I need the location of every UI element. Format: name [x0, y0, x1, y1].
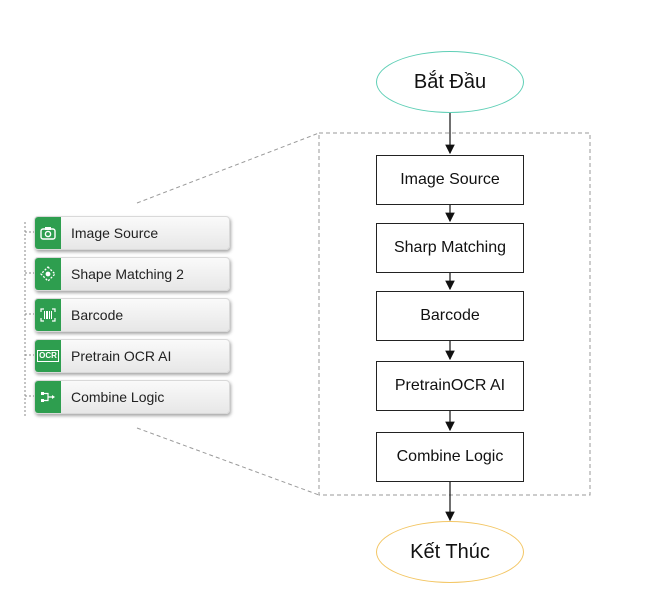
- group-frame: [318, 132, 591, 496]
- toolbox-item-label: Image Source: [71, 225, 159, 241]
- toolbox-item-label: Pretrain OCR AI: [71, 348, 172, 364]
- combine-logic-icon: [35, 381, 61, 413]
- toolbox-item-label: Barcode: [71, 307, 124, 323]
- toolbox-item-barcode[interactable]: Barcode: [34, 298, 230, 332]
- end-node[interactable]: Kết Thúc: [376, 521, 524, 583]
- toolbox-item-label: Combine Logic: [71, 389, 165, 405]
- flow-step-label: Barcode: [420, 307, 480, 324]
- zoom-guide-top: [136, 132, 320, 204]
- flow-step-sharp-matching[interactable]: Sharp Matching: [376, 223, 524, 273]
- toolbox-item-shape-matching[interactable]: Shape Matching 2: [34, 257, 230, 291]
- flow-step-label: Combine Logic: [396, 448, 504, 465]
- start-label: Bắt Đầu: [413, 70, 487, 93]
- toolbox-item-image-source[interactable]: Image Source: [34, 216, 230, 250]
- zoom-guide-bottom: [136, 427, 320, 496]
- camera-icon: [35, 217, 61, 249]
- flow-step-label: Image Source: [400, 171, 500, 188]
- end-label: Kết Thúc: [410, 540, 490, 563]
- ocr-icon-text: OCR: [37, 350, 59, 362]
- flow-step-label: Sharp Matching: [393, 239, 507, 256]
- toolbox-item-label: Shape Matching 2: [71, 266, 184, 282]
- toolbox-item-combine-logic[interactable]: Combine Logic: [34, 380, 230, 414]
- flow-step-image-source[interactable]: Image Source: [376, 155, 524, 205]
- toolbox-item-pretrain-ocr[interactable]: OCR Pretrain OCR AI: [34, 339, 230, 373]
- shape-matching-icon: [35, 258, 61, 290]
- barcode-icon: [35, 299, 61, 331]
- flow-step-combine-logic[interactable]: Combine Logic: [376, 432, 524, 482]
- ocr-icon: OCR: [35, 340, 61, 372]
- flow-step-barcode[interactable]: Barcode: [376, 291, 524, 341]
- flow-step-pretrain-ocr[interactable]: PretrainOCR AI: [376, 361, 524, 411]
- start-node[interactable]: Bắt Đầu: [376, 51, 524, 113]
- flow-step-label: PretrainOCR AI: [394, 377, 506, 394]
